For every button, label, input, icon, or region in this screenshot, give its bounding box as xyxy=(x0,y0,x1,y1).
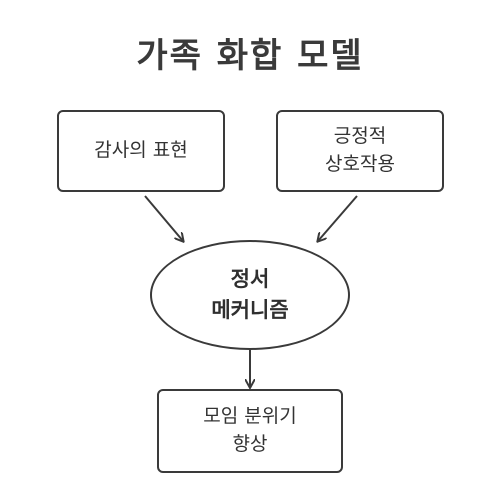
node-gathering-atmosphere-label: 모임 분위기 향상 xyxy=(203,405,297,455)
node-gathering-atmosphere: 모임 분위기 향상 xyxy=(157,389,343,473)
node-emotion-mechanism: 정서 메커니즘 xyxy=(150,240,350,350)
node-gratitude: 감사의 표현 xyxy=(57,110,225,192)
arrow-positive-to-emotion xyxy=(318,195,358,241)
arrow-gratitude-to-emotion xyxy=(144,195,183,241)
node-positive-interaction-label: 긍정적 상호작용 xyxy=(325,125,395,175)
node-positive-interaction: 긍정적 상호작용 xyxy=(276,110,444,192)
node-gratitude-label: 감사의 표현 xyxy=(94,139,188,162)
diagram-title: 가족 화합 모델 xyxy=(136,36,364,76)
node-emotion-mechanism-label: 정서 메커니즘 xyxy=(211,266,289,323)
